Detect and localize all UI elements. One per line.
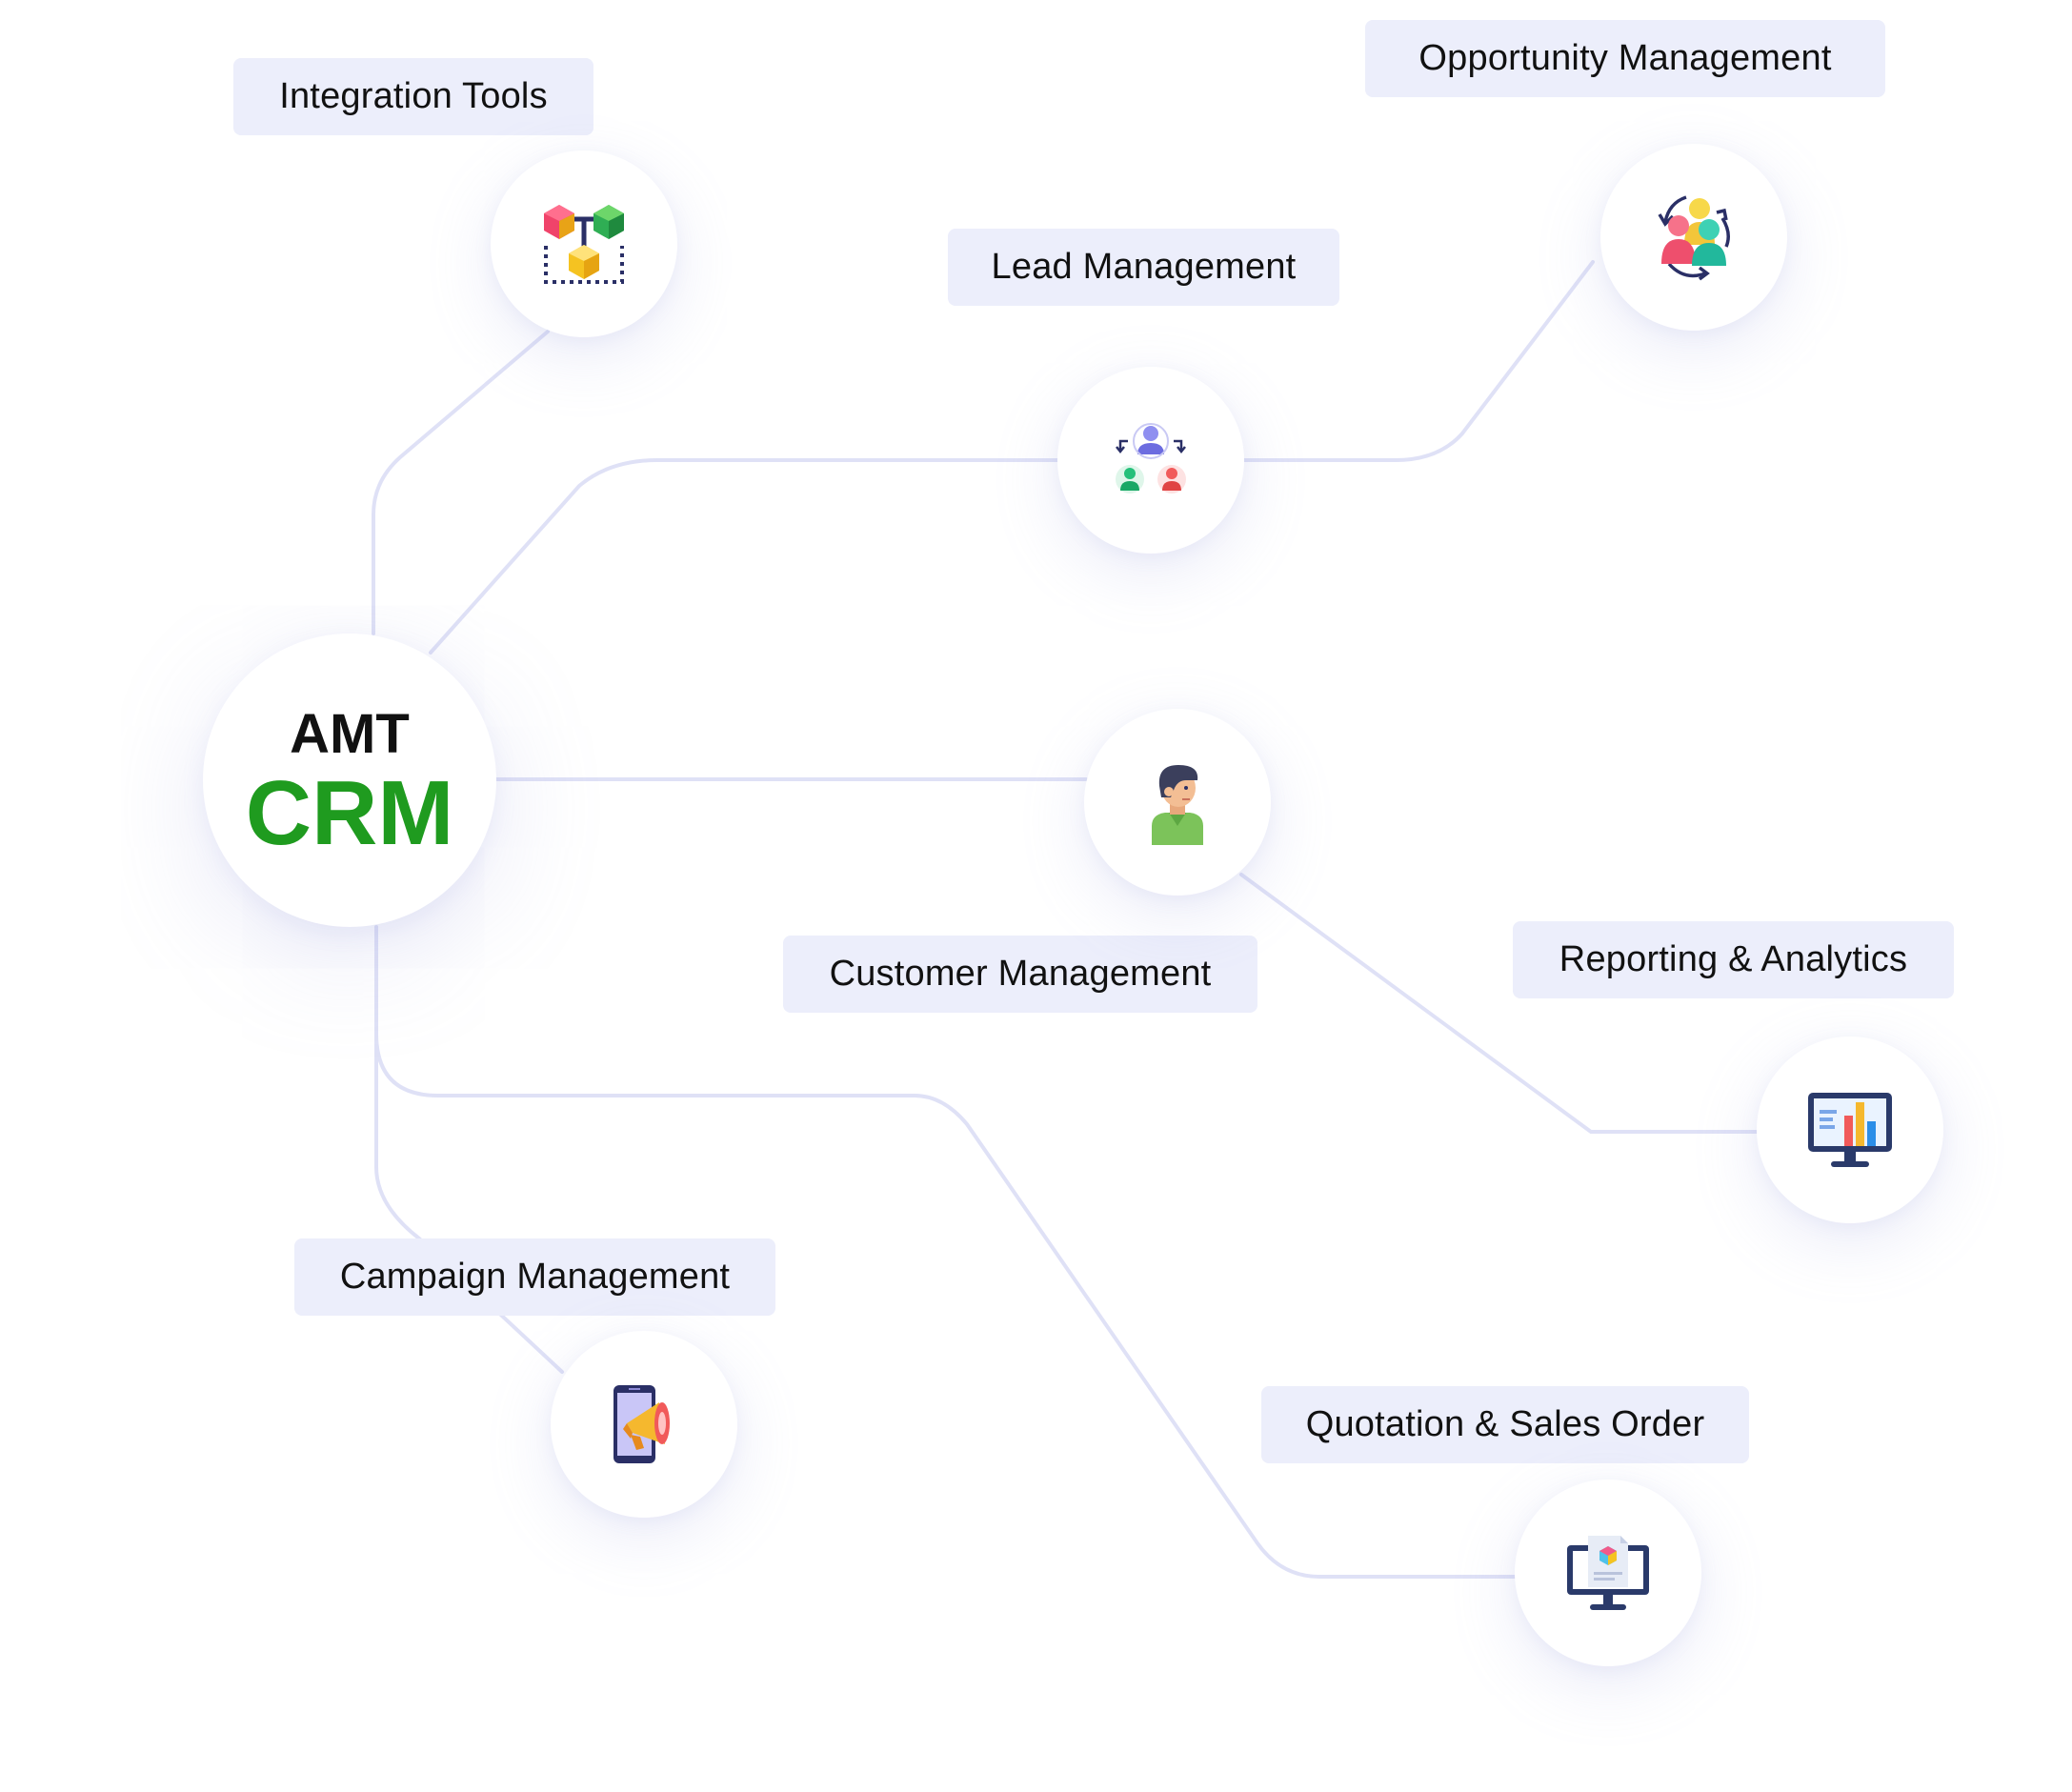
crm-hub: AMT CRM [203,634,496,927]
node-integration-tools[interactable] [491,151,677,337]
connector-quotation-sales-order [374,925,1517,1579]
team-cycle-icon [1658,195,1730,281]
connector-lead-management [429,458,1059,654]
node-quotation-sales-order[interactable] [1515,1480,1701,1666]
label-reporting-analytics[interactable]: Reporting & Analytics [1513,921,1954,998]
hub-subtitle: CRM [245,762,454,864]
node-customer-management[interactable] [1084,709,1271,896]
label-opportunity-management[interactable]: Opportunity Management [1365,20,1885,97]
label-customer-management[interactable]: Customer Management [783,936,1257,1013]
lead-network-icon [1116,423,1186,493]
connector-reporting-analytics [1239,873,1760,1134]
customer-person-icon [1152,765,1203,845]
label-campaign-management[interactable]: Campaign Management [294,1238,775,1316]
connector-campaign-management [374,1032,564,1374]
monitor-document-icon [1567,1536,1649,1610]
node-lead-management[interactable] [1057,367,1244,554]
node-reporting-analytics[interactable] [1757,1037,1943,1223]
hub-title: AMT [290,703,410,765]
monitor-chart-icon [1808,1093,1892,1167]
connected-cubes-icon [544,205,624,284]
connector-opportunity-management [1241,260,1595,462]
phone-megaphone-icon [614,1385,670,1463]
node-opportunity-management[interactable] [1600,144,1787,331]
label-integration-tools[interactable]: Integration Tools [233,58,593,135]
label-quotation-sales-order[interactable]: Quotation & Sales Order [1261,1386,1749,1463]
label-lead-management[interactable]: Lead Management [948,229,1339,306]
connector-integration-tools [372,330,550,635]
node-campaign-management[interactable] [551,1331,737,1518]
